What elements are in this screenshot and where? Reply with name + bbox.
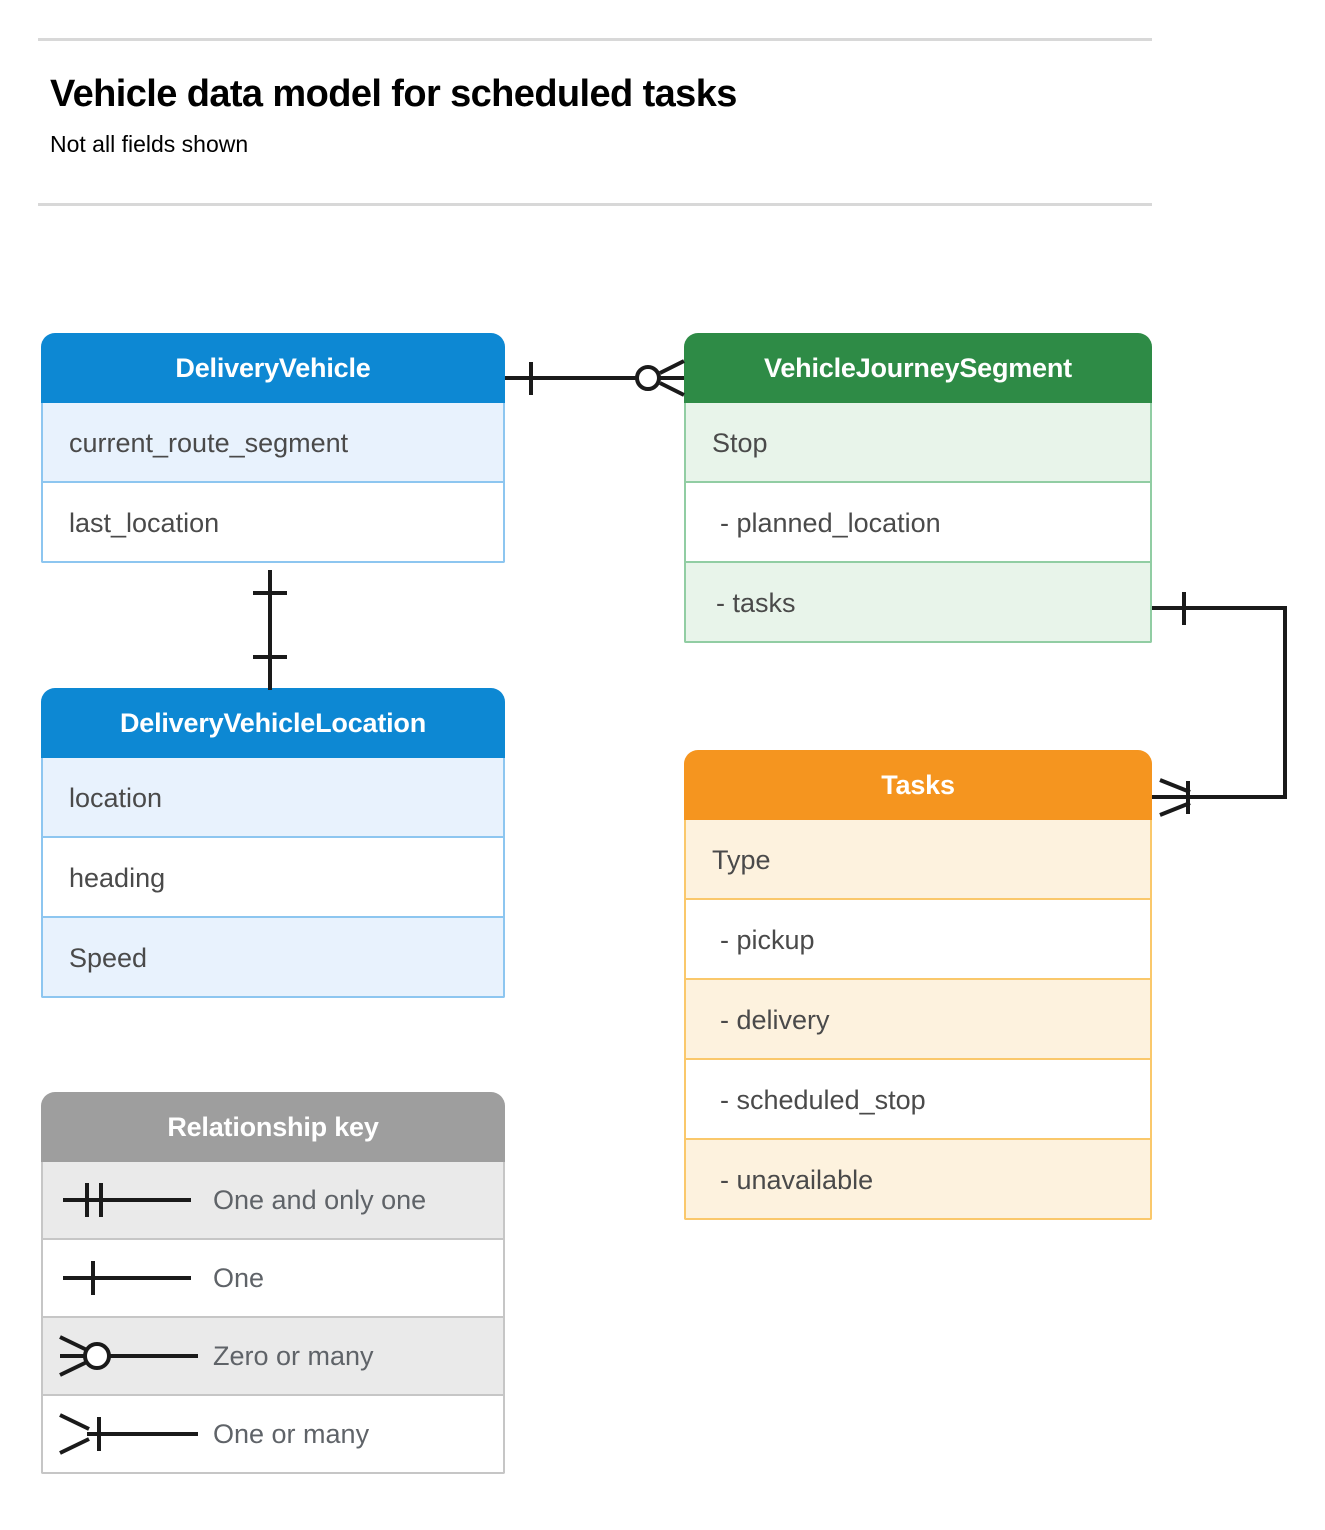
legend-label: One and only one	[213, 1184, 427, 1215]
zero-or-many-icon	[59, 1335, 198, 1377]
entity-delivery-vehicle-location[interactable]: DeliveryVehicleLocation location heading…	[41, 688, 505, 998]
one-or-many-icon	[59, 1413, 198, 1455]
legend-row-zero-or-many: Zero or many	[41, 1318, 505, 1396]
entity-vehicle-journey-segment[interactable]: VehicleJourneySegment Stop - planned_loc…	[684, 333, 1152, 643]
entity-field: - planned_location	[684, 483, 1152, 563]
entity-field: heading	[41, 838, 505, 918]
legend-label: One or many	[213, 1418, 370, 1449]
entity-field: - delivery	[684, 980, 1152, 1060]
entity-field: current_route_segment	[41, 403, 505, 483]
header-divider-top	[38, 38, 1152, 41]
entity-field: Stop	[684, 403, 1152, 483]
entity-field: location	[41, 758, 505, 838]
entity-tasks[interactable]: Tasks Type - pickup - delivery - schedul…	[684, 750, 1152, 1220]
entity-field: - unavailable	[684, 1140, 1152, 1220]
entity-field: - tasks	[684, 563, 1152, 643]
entity-delivery-vehicle[interactable]: DeliveryVehicle current_route_segment la…	[41, 333, 505, 563]
header-divider-bottom	[38, 203, 1152, 206]
connector-vehicle-to-journey-segment	[505, 359, 685, 397]
entity-title-delivery-vehicle-location: DeliveryVehicleLocation	[41, 688, 505, 758]
legend-label: One	[213, 1262, 265, 1293]
connector-journey-segment-tasks-to-tasks	[1152, 592, 1287, 817]
legend-row-one-and-only-one: One and only one	[41, 1162, 505, 1240]
entity-title-vehicle-journey-segment: VehicleJourneySegment	[684, 333, 1152, 403]
entity-title-delivery-vehicle: DeliveryVehicle	[41, 333, 505, 403]
entity-field: last_location	[41, 483, 505, 563]
one-icon	[63, 1261, 191, 1295]
relationship-key-box[interactable]: Relationship key One and only one One Ze…	[41, 1092, 505, 1474]
legend-row-one-or-many: One or many	[41, 1396, 505, 1474]
entity-field: - scheduled_stop	[684, 1060, 1152, 1140]
page-title: Vehicle data model for scheduled tasks	[50, 73, 737, 115]
entity-title-tasks: Tasks	[684, 750, 1152, 820]
legend-label: Zero or many	[213, 1340, 374, 1371]
entity-field: Speed	[41, 918, 505, 998]
legend-row-one: One	[41, 1240, 505, 1318]
entity-field: Type	[684, 820, 1152, 900]
page-subtitle: Not all fields shown	[50, 131, 249, 157]
relationship-key-title: Relationship key	[41, 1092, 505, 1162]
entity-field: - pickup	[684, 900, 1152, 980]
one-and-only-one-icon	[63, 1183, 191, 1217]
connector-vehicle-to-vehicle-location	[253, 570, 287, 690]
